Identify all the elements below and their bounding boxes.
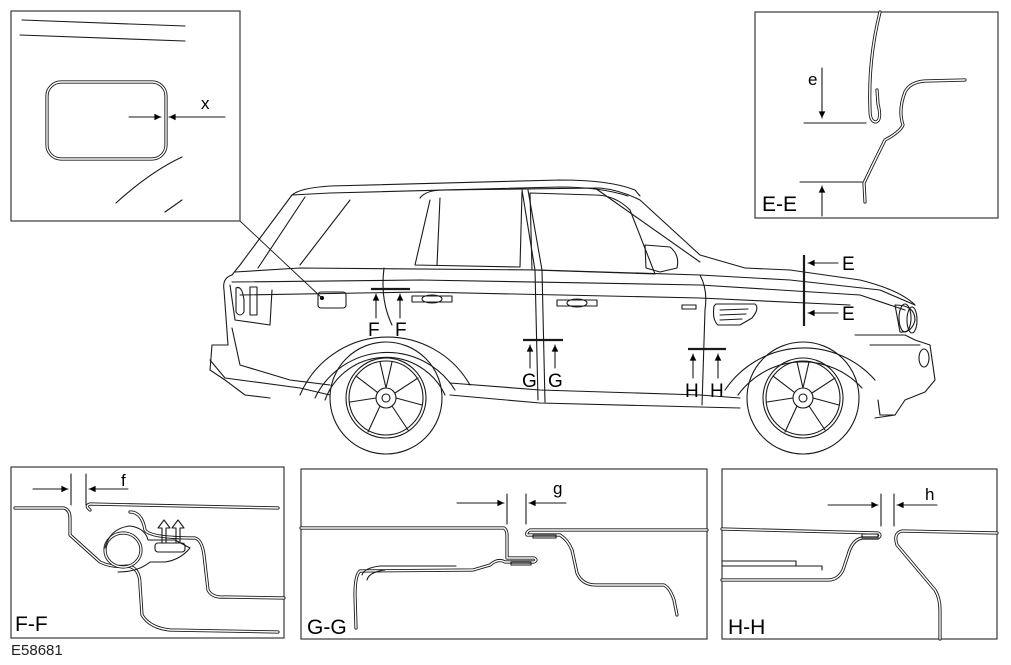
- section-title-h-h: H-H: [728, 616, 765, 639]
- dimension-label-h: h: [925, 485, 934, 504]
- front-wheel: [746, 341, 860, 455]
- detail-fuel-flap: x: [10, 10, 241, 222]
- section-marker-f: F F: [368, 267, 410, 341]
- section-label-h-right: H: [710, 381, 724, 402]
- dimension-label-e: e: [808, 70, 817, 89]
- section-label-e-lower: E: [842, 304, 855, 325]
- section-marker-e: E E: [802, 254, 855, 326]
- section-marker-h: H H: [685, 347, 726, 402]
- dimension-label-x: x: [201, 94, 210, 113]
- section-title-f-f: F-F: [15, 613, 48, 636]
- detail-section-h-h: h H-H: [720, 468, 999, 641]
- figure-reference-code: E58681: [11, 642, 63, 659]
- section-title-g-g: G-G: [307, 616, 347, 639]
- section-label-e-upper: E: [842, 254, 855, 275]
- detail-leader-line: [239, 220, 323, 299]
- section-label-f-left: F: [368, 320, 380, 341]
- section-marker-g: G G: [522, 338, 563, 392]
- rear-wheel: [329, 341, 443, 455]
- section-label-g-left: G: [522, 371, 537, 392]
- section-label-g-right: G: [548, 371, 563, 392]
- detail-section-e-e: e E-E: [754, 10, 999, 219]
- detail-section-g-g: g G-G: [299, 468, 709, 640]
- vehicle-side-view: [209, 179, 936, 455]
- dimension-label-f: f: [121, 471, 126, 490]
- section-title-e-e: E-E: [762, 193, 797, 216]
- detail-section-f-f: f F-F: [10, 466, 286, 639]
- section-label-f-right: F: [395, 320, 407, 341]
- section-label-h-left: H: [685, 381, 699, 402]
- dimension-label-g: g: [553, 479, 562, 498]
